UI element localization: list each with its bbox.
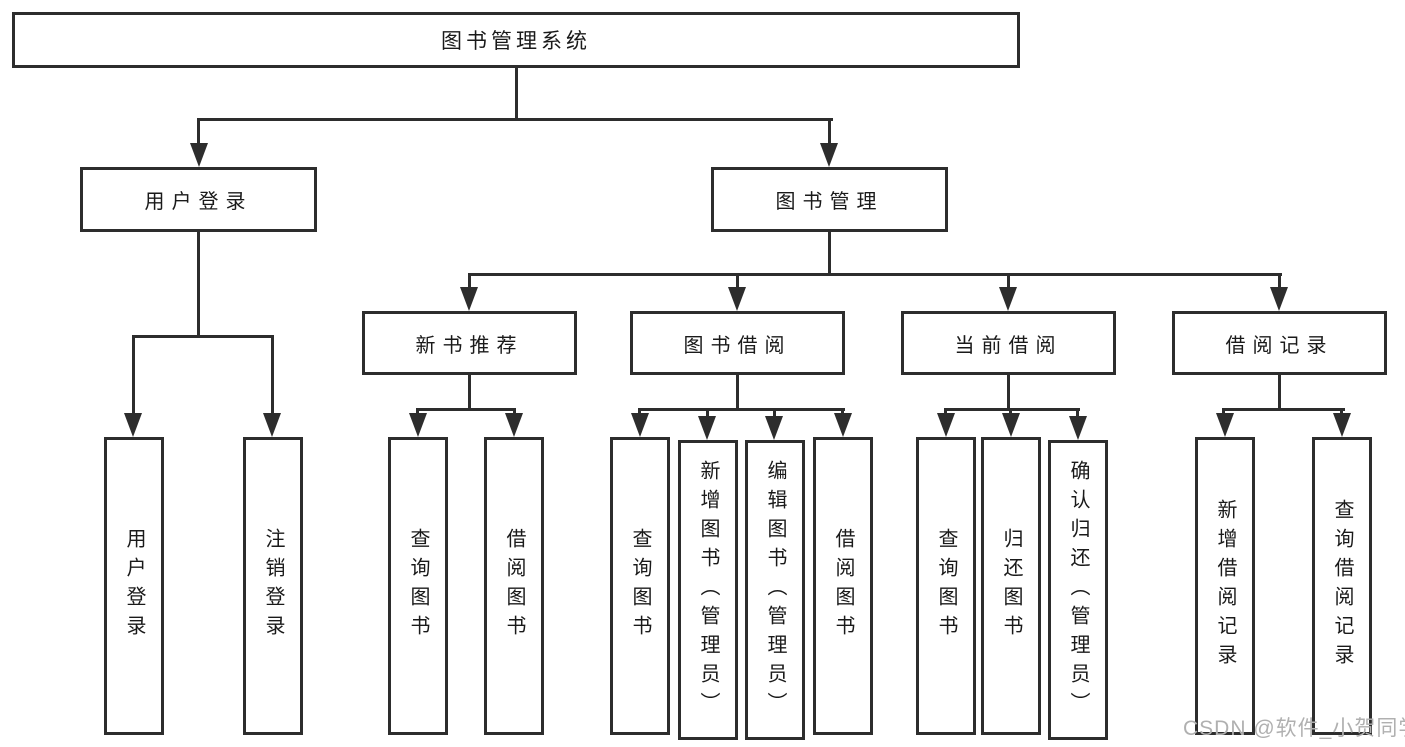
arrowhead-cb1 (937, 413, 955, 437)
connector-current-borrow-stem (1007, 374, 1010, 411)
connector-stem-leaf-login (132, 335, 135, 417)
connector-new-books-rail (416, 408, 516, 411)
node-new-book-recommend: 新书推荐 (362, 311, 577, 375)
node-root: 图书管理系统 (12, 12, 1020, 68)
node-book-borrow: 图书借阅 (630, 311, 845, 375)
leaf-records-add: 新增借阅记录 (1195, 437, 1255, 735)
arrowhead-nb2 (505, 413, 523, 437)
leaf-borrow-add-admin-label: 新增图书（管理员） (697, 459, 719, 721)
connector-borrow-records-stem (1278, 374, 1281, 411)
connector-stem-user-login (197, 118, 200, 146)
arrowhead-leaf-login (124, 413, 142, 437)
connector-level3-rail (468, 273, 1282, 276)
node-book-management-label: 图书管理 (775, 191, 884, 213)
node-book-borrow-label: 图书借阅 (683, 334, 792, 357)
leaf-borrow-edit-admin-label: 编辑图书（管理员） (764, 459, 786, 721)
leaf-current-confirm-admin: 确认归还（管理员） (1048, 440, 1108, 740)
csdn-watermark: CSDN @软件_小贺同学 (1183, 717, 1405, 740)
node-borrow-records-label: 借阅记录 (1225, 334, 1334, 357)
connector-stem-bb3 (773, 408, 776, 416)
arrowhead-bb1 (631, 413, 649, 437)
connector-stem-nb2 (513, 408, 516, 416)
leaf-user-login: 用户登录 (104, 437, 164, 735)
arrowhead-bb3 (765, 416, 783, 440)
node-new-book-recommend-label: 新书推荐 (415, 334, 524, 357)
connector-stem-bb2 (706, 408, 709, 416)
arrowhead-cb2 (1002, 413, 1020, 437)
node-book-management: 图书管理 (711, 167, 948, 232)
connector-new-books-stem (468, 374, 471, 411)
connector-stem-bb1 (638, 408, 641, 416)
connector-stem-bb4 (841, 408, 844, 416)
connector-stem-cb1 (944, 408, 947, 416)
leaf-user-logout-label: 注销登录 (262, 528, 284, 644)
connector-book-borrow-rail (638, 408, 845, 411)
leaf-newbooks-borrow: 借阅图书 (484, 437, 544, 735)
leaf-newbooks-query-label: 查询图书 (407, 528, 429, 644)
arrowhead-user-login (190, 143, 208, 167)
leaf-borrow-book-label: 借阅图书 (832, 528, 854, 644)
node-current-borrow-label: 当前借阅 (954, 334, 1063, 357)
connector-stem-new-books (468, 273, 471, 291)
arrowhead-cb3 (1069, 416, 1087, 440)
node-root-label: 图书管理系统 (441, 30, 591, 53)
arrowhead-nb1 (409, 413, 427, 437)
node-current-borrow: 当前借阅 (901, 311, 1116, 375)
node-borrow-records: 借阅记录 (1172, 311, 1387, 375)
leaf-current-return-label: 归还图书 (1000, 528, 1022, 644)
connector-root-stem (515, 67, 518, 120)
arrowhead-bb4 (834, 413, 852, 437)
connector-root-rail (197, 118, 833, 121)
leaf-current-query: 查询图书 (916, 437, 976, 735)
leaf-borrow-query-label: 查询图书 (629, 528, 651, 644)
arrowhead-br2 (1333, 413, 1351, 437)
leaf-records-add-label: 新增借阅记录 (1214, 499, 1236, 673)
connector-borrow-records-rail (1222, 408, 1345, 411)
node-user-login-label: 用户登录 (144, 191, 253, 213)
connector-stem-borrow-records (1278, 273, 1281, 291)
connector-user-login-stem (197, 232, 200, 338)
connector-stem-nb1 (416, 408, 419, 416)
arrowhead-book-management (820, 143, 838, 167)
connector-stem-br2 (1340, 408, 1343, 416)
arrowhead-current-borrow (999, 287, 1017, 311)
arrowhead-br1 (1216, 413, 1234, 437)
arrowhead-book-borrow (728, 287, 746, 311)
connector-book-management-stem (828, 232, 831, 276)
connector-user-login-rail (132, 335, 274, 338)
arrowhead-bb2 (698, 416, 716, 440)
leaf-current-return: 归还图书 (981, 437, 1041, 735)
connector-stem-br1 (1222, 408, 1225, 416)
connector-current-borrow-rail (944, 408, 1080, 411)
leaf-borrow-query: 查询图书 (610, 437, 670, 735)
leaf-newbooks-query: 查询图书 (388, 437, 448, 735)
connector-stem-cb2 (1009, 408, 1012, 416)
leaf-newbooks-borrow-label: 借阅图书 (503, 528, 525, 644)
leaf-borrow-edit-admin: 编辑图书（管理员） (745, 440, 805, 740)
node-user-login: 用户登录 (80, 167, 317, 232)
connector-book-borrow-stem (736, 374, 739, 411)
connector-stem-current-borrow (1007, 273, 1010, 291)
connector-stem-cb3 (1076, 408, 1079, 416)
leaf-user-login-label: 用户登录 (123, 528, 145, 644)
leaf-records-query-label: 查询借阅记录 (1331, 499, 1353, 673)
leaf-borrow-add-admin: 新增图书（管理员） (678, 440, 738, 740)
arrowhead-new-books (460, 287, 478, 311)
arrowhead-borrow-records (1270, 287, 1288, 311)
connector-stem-book-borrow (736, 273, 739, 291)
connector-stem-book-management (828, 118, 831, 146)
arrowhead-leaf-logout (263, 413, 281, 437)
leaf-current-confirm-admin-label: 确认归还（管理员） (1067, 459, 1089, 721)
leaf-current-query-label: 查询图书 (935, 528, 957, 644)
leaf-borrow-book: 借阅图书 (813, 437, 873, 735)
connector-stem-leaf-logout (271, 335, 274, 417)
leaf-user-logout: 注销登录 (243, 437, 303, 735)
leaf-records-query: 查询借阅记录 (1312, 437, 1372, 735)
